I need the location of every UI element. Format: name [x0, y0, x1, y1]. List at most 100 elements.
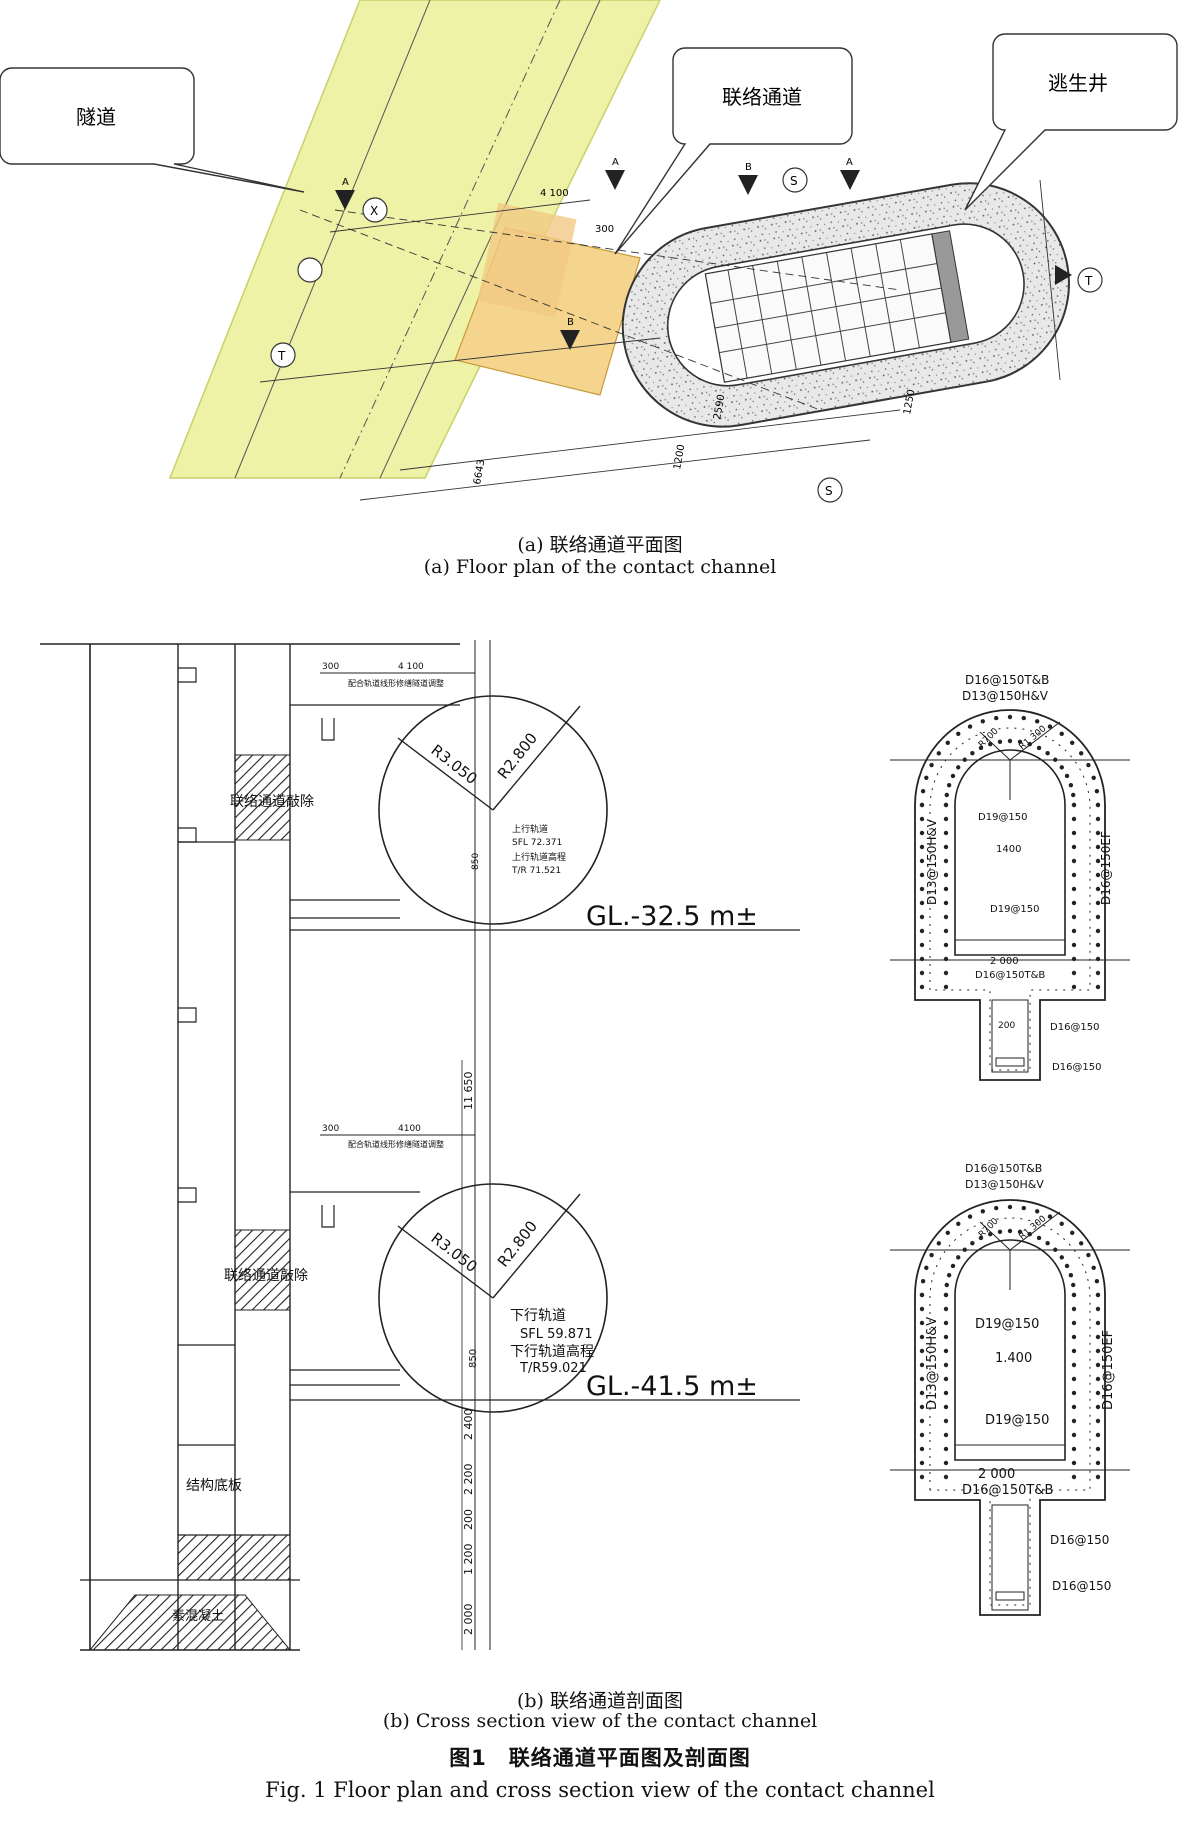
rebar-dot: [919, 844, 925, 850]
sec-dim-2000: 2 000: [462, 1604, 475, 1636]
ud-right-rebar: D16@150EF: [1099, 831, 1113, 905]
plan-marker-t-right: T: [1084, 274, 1093, 288]
rebar-dot: [943, 1404, 949, 1410]
rebar-dot: [944, 1282, 949, 1288]
rebar-dot: [1095, 1418, 1101, 1424]
tunnel-band: [168, 0, 661, 479]
rebar-dot: [1036, 745, 1042, 751]
sec-lower-r-inner: R2.800: [494, 1217, 541, 1270]
rebar-dot: [1071, 844, 1077, 850]
rebar-dot: [943, 900, 949, 906]
ud-d19-b: D19@150: [990, 904, 1040, 915]
plan-marker-t-left: T: [277, 349, 286, 363]
rebar-dot: [1070, 740, 1075, 745]
plan-marker-s-bottom: S: [825, 484, 833, 498]
rebar-dot: [924, 1265, 929, 1271]
rebar-dot: [1071, 1460, 1077, 1466]
rebar-dot: [962, 1247, 967, 1252]
ld-right-rebar: D16@150EF: [1101, 1330, 1116, 1410]
rebar-dot: [1007, 1204, 1013, 1210]
rebar-dot: [920, 1279, 926, 1284]
rebar-dot: [1095, 914, 1101, 920]
rebar-dot: [919, 886, 925, 892]
rebar-dot: [1071, 1376, 1077, 1382]
rebar-dot: [1068, 1273, 1074, 1278]
rebar-dot: [1095, 1334, 1101, 1340]
rebar-dot: [1071, 984, 1077, 990]
rebar-dot: [943, 942, 949, 948]
sec-bottom-dim-300: 300: [322, 1124, 339, 1134]
rebar-dot: [943, 928, 949, 934]
rebar-dot: [1071, 1432, 1077, 1438]
plan-dim-300: 300: [595, 224, 614, 235]
sec-dim-200: 200: [462, 1509, 475, 1530]
rebar-dot: [1095, 1474, 1101, 1480]
plan-dim-4100: 4 100: [540, 188, 569, 199]
rebar-dot: [1071, 1306, 1077, 1312]
rebar-dot: [943, 886, 949, 892]
rebar-dot: [967, 724, 973, 729]
rebar-dot: [929, 762, 934, 768]
rebar-dot: [1053, 1247, 1058, 1252]
rebar-dot: [919, 1376, 925, 1382]
sec-upper-tr: T/R 71.521: [511, 866, 561, 876]
rebar-dot: [1021, 1205, 1026, 1211]
rebar-dot: [1047, 724, 1053, 729]
rebar-dot: [1071, 1292, 1077, 1298]
rebar-dot: [1095, 1320, 1101, 1326]
rebar-dot: [1091, 775, 1096, 781]
plan-marker-x: X: [370, 204, 378, 218]
rebar-dot: [1027, 741, 1032, 747]
rebar-dot: [1071, 928, 1077, 934]
ld-d19-a: D19@150: [975, 1317, 1039, 1332]
rebar-dot: [919, 816, 925, 822]
rebar-dot: [919, 1320, 925, 1326]
rebar-dot: [1095, 956, 1101, 962]
rebar-dot: [1007, 1228, 1013, 1234]
rebar-dot: [956, 1221, 961, 1227]
rebar-dot: [943, 1334, 949, 1340]
caption-a-zh: (a) 联络通道平面图: [517, 534, 683, 556]
rebar-dot: [919, 858, 925, 864]
floor-plan: 4 100 300 2590 1200 1250 6643 S S T T X …: [0, 0, 1178, 503]
ld-w1400: 1.400: [995, 1351, 1032, 1366]
rebar-dot: [1071, 1362, 1077, 1368]
rebar-dot: [1071, 886, 1077, 892]
sec-lower-track: 下行轨道: [510, 1308, 566, 1324]
rebar-dot: [1071, 830, 1077, 836]
ld-sump-d16-a: D16@150: [1050, 1533, 1109, 1547]
rebar-dot: [1071, 942, 1077, 948]
rebar-dot: [1095, 1292, 1101, 1298]
rebar-dot: [956, 765, 961, 770]
rebar-dot: [929, 1252, 934, 1258]
rebar-dot: [943, 872, 949, 878]
ud-sump-d16-a: D16@150: [1050, 1022, 1100, 1033]
rebar-dot: [919, 970, 925, 976]
sec-dim-2400: 2 400: [462, 1409, 475, 1441]
sec-upper-sfl: SFL 72.371: [512, 838, 562, 848]
rebar-dot: [997, 1229, 1003, 1234]
rebar-dot: [1071, 872, 1077, 878]
rebar-dot: [994, 1205, 999, 1211]
rebar-dot: [1095, 802, 1101, 808]
rebar-dot: [919, 1390, 925, 1396]
cross-section: [40, 640, 800, 1651]
rebar-dot: [978, 1235, 984, 1241]
rebar-dot: [1071, 1474, 1077, 1480]
lower-detail-section: [890, 1199, 1130, 1616]
rebar-dot: [919, 1432, 925, 1438]
rebar-dot: [1021, 715, 1026, 721]
escape-shaft: [621, 182, 1070, 428]
rebar-dot: [943, 844, 949, 850]
sec-top-dim-300: 300: [322, 662, 339, 672]
rebar-dot: [1036, 1235, 1042, 1241]
figure-title-zh: 图1 联络通道平面图及剖面图: [449, 1746, 751, 1770]
rebar-dot: [1053, 757, 1058, 762]
sec-lower-gl: GL.-41.5 m±: [586, 1371, 758, 1402]
rebar-dot: [967, 1214, 973, 1219]
rebar-dot: [962, 757, 967, 762]
ud-r1300: R1 300: [1018, 724, 1049, 752]
rebar-dot: [950, 1263, 956, 1269]
ud-top-rebar-2: D13@150H&V: [962, 689, 1049, 703]
rebar-dot: [946, 1273, 952, 1278]
